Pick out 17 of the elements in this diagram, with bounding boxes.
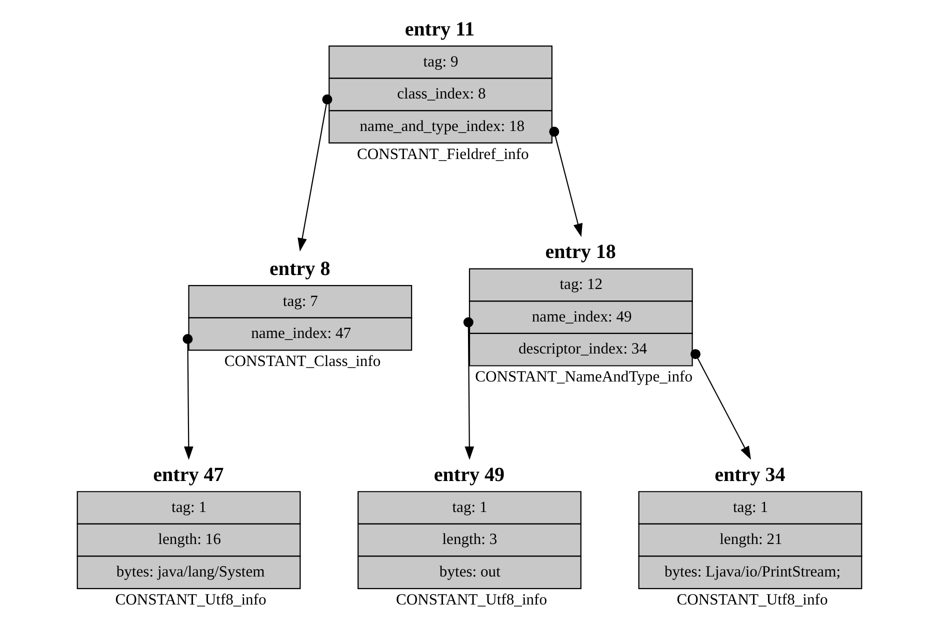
arrow: [690, 349, 752, 460]
arrow: [463, 317, 474, 460]
node-label: CONSTANT_Utf8_info: [396, 591, 548, 608]
node-label: CONSTANT_Utf8_info: [676, 591, 828, 608]
node-label: entry 8: [270, 258, 330, 280]
node-label: entry 47: [153, 464, 224, 486]
node-label: entry 11: [404, 18, 474, 40]
node-label: entry 34: [714, 464, 786, 486]
node-label: CONSTANT_Utf8_info: [115, 591, 266, 608]
node-label: CONSTANT_NameAndType_info: [475, 368, 693, 386]
arrow: [182, 334, 194, 460]
node-label: entry 18: [545, 241, 616, 264]
node-label: entry 49: [434, 464, 505, 486]
arrow: [549, 126, 583, 238]
node-label: CONSTANT_Class_info: [224, 352, 381, 370]
node-label: CONSTANT_Fieldref_info: [356, 146, 529, 163]
arrow: [298, 94, 332, 252]
